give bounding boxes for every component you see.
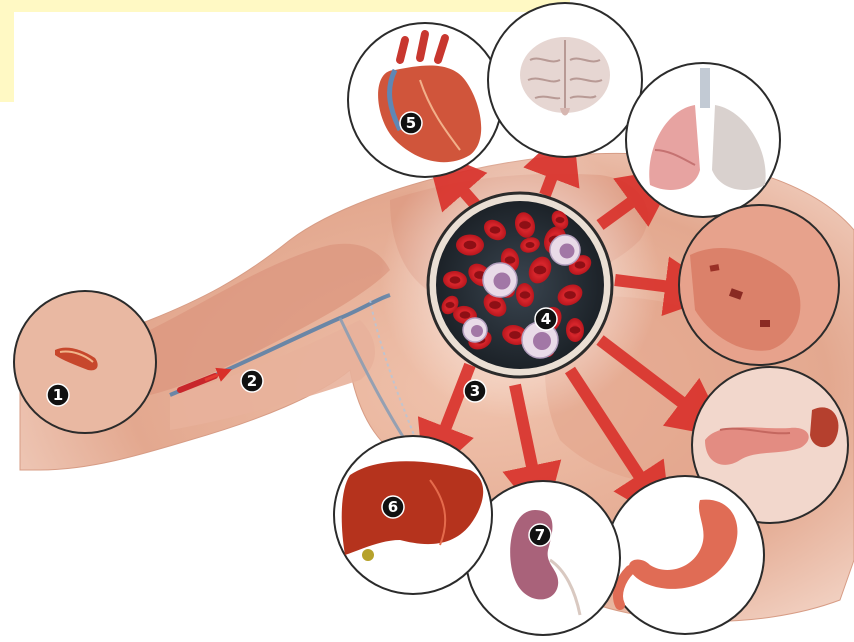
marker-4: 4 (535, 308, 557, 330)
red-blood-cell-center (570, 326, 581, 333)
wound-inset (14, 291, 156, 433)
red-blood-cell-center (519, 221, 531, 229)
red-blood-cell-center (505, 256, 516, 263)
red-blood-cell-center (526, 242, 535, 248)
white-blood-cell-nucleus (560, 244, 575, 259)
liver-inset (334, 436, 492, 594)
highlight-strip-left (0, 0, 14, 102)
red-blood-cell-center (575, 261, 586, 268)
stomach-inset (606, 476, 764, 634)
red-blood-cell-center (446, 302, 455, 308)
blood-inset (428, 193, 612, 377)
marker-3-label: 3 (470, 382, 480, 400)
marker-2: 2 (241, 370, 263, 392)
red-blood-cell-center (464, 241, 477, 249)
heart-inset (348, 23, 502, 177)
red-blood-cell-center (564, 291, 576, 299)
red-blood-cell-center (520, 291, 531, 298)
marker-4-label: 4 (541, 310, 551, 328)
red-blood-cell-center (509, 331, 521, 339)
red-blood-cell-center (489, 301, 501, 309)
red-blood-cell-center (490, 226, 501, 233)
red-blood-cell-center (450, 276, 461, 283)
marker-5-label: 5 (406, 114, 416, 132)
marker-6: 6 (382, 496, 404, 518)
brain-inset (488, 3, 642, 157)
marker-7-label: 7 (535, 526, 545, 544)
marker-2-label: 2 (247, 372, 257, 390)
lungs-inset (626, 63, 780, 217)
white-blood-cell-nucleus (494, 273, 511, 290)
white-blood-cell-nucleus (471, 325, 483, 337)
marker-6-label: 6 (388, 498, 398, 516)
marker-7: 7 (529, 524, 551, 546)
red-blood-cell-center (460, 311, 471, 318)
red-blood-cell-center (556, 217, 565, 223)
red-blood-cell-center (534, 266, 547, 274)
marker-5: 5 (400, 112, 422, 134)
highlight-strip-top (0, 0, 570, 12)
marker-3: 3 (464, 380, 486, 402)
marker-1: 1 (47, 384, 69, 406)
white-blood-cell-nucleus (533, 332, 551, 350)
skin-inset (679, 205, 839, 365)
marker-1-label: 1 (53, 386, 63, 404)
